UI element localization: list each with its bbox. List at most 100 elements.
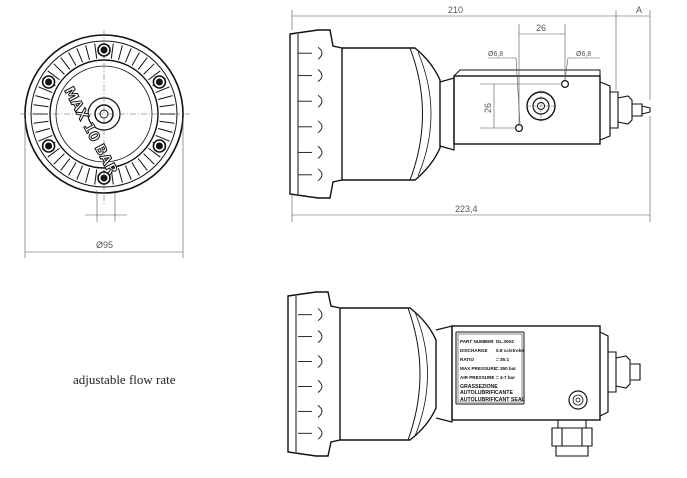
- side-dimensions: [291, 10, 651, 222]
- flange-rib: [317, 94, 323, 108]
- flange-rib: [317, 405, 323, 418]
- cooling-fin: [35, 95, 51, 100]
- cooling-fin: [143, 63, 155, 75]
- hole-diameter-left-label: Ø6,8: [488, 51, 503, 58]
- flange-ribs: [298, 46, 323, 182]
- outlet-fitting-bottom: [608, 351, 641, 393]
- flange-rib: [317, 120, 323, 134]
- cooling-fin: [53, 63, 65, 75]
- hole-spacing-horizontal-label: 26: [536, 23, 546, 33]
- flange-rib: [317, 46, 323, 60]
- mounting-hole-upper: [560, 79, 569, 88]
- cooling-fin: [85, 167, 90, 183]
- nameplate-row-value: = 350 bar: [496, 366, 516, 371]
- cooling-fin: [68, 52, 77, 66]
- flange-rib: [317, 146, 323, 159]
- nameplate-row-label: DISCHARGE: [460, 348, 488, 353]
- cooling-fin: [124, 165, 132, 180]
- front-diameter-dimension: [24, 118, 184, 258]
- cooling-fin: [53, 153, 65, 165]
- bolt-head: [45, 78, 53, 86]
- nameplate-maker-line3: AUTOLUBRIFICANT SEAL: [460, 397, 526, 403]
- body-cylinder: [342, 47, 441, 181]
- bolt-head: [155, 142, 163, 150]
- bottom-fitting: [551, 420, 593, 457]
- pump-block-bottom: [451, 325, 601, 421]
- cooling-fin: [131, 52, 140, 66]
- cooling-fin: [118, 167, 123, 183]
- cooling-fin: [155, 86, 170, 94]
- nameplate-maker-line1: GRASSEZIONE: [460, 384, 498, 390]
- cooling-fin: [157, 95, 173, 100]
- cooling-fin: [148, 147, 161, 158]
- cooling-fin: [110, 169, 114, 185]
- body-cylinder-bottom: [340, 307, 437, 441]
- cooling-fin: [137, 57, 148, 70]
- flange-rib: [317, 330, 323, 343]
- cooling-fin: [38, 134, 53, 142]
- nameplate-row-value: = 4-7 bar: [496, 375, 515, 380]
- overall-length-label: 210: [448, 5, 463, 15]
- side-view-top: [289, 29, 651, 199]
- nameplate-row-value: DL.3004: [496, 339, 514, 344]
- cooling-fin: [124, 48, 132, 63]
- mounting-hole-lower: [514, 123, 523, 132]
- cooling-fin: [110, 43, 114, 59]
- cooling-fin: [94, 169, 98, 185]
- nameplate-row-value: 0.8 cc/stroke: [496, 348, 524, 353]
- nameplate-row-label: AIR PRESSURE: [460, 375, 494, 380]
- nameplate-row-label: RATIO: [460, 357, 474, 362]
- caption: adjustable flow rate: [73, 372, 176, 387]
- cooling-fin: [159, 120, 175, 124]
- cooling-fin: [85, 45, 90, 61]
- cooling-fin: [148, 70, 161, 81]
- pump-block: [453, 75, 601, 145]
- nameplate-row-value: = 35:1: [496, 357, 510, 362]
- cooling-fin: [157, 128, 173, 133]
- cooling-fin: [47, 70, 60, 81]
- cooling-fin: [94, 43, 98, 59]
- cooling-fin: [35, 128, 51, 133]
- cooling-fin: [76, 165, 84, 180]
- nameplate: [455, 331, 525, 405]
- section-marker-label: A: [636, 5, 642, 15]
- total-length-label: 223,4: [455, 204, 478, 214]
- cooling-fin: [76, 48, 84, 63]
- hole-diameter-right-label: Ø6,8: [576, 51, 591, 58]
- nameplate-row-label: PART NUMBER: [460, 339, 494, 344]
- side-view-bottom: [287, 291, 641, 457]
- pump-neck: [439, 77, 455, 151]
- flange-rib: [317, 308, 323, 322]
- nameplate-inner: [457, 333, 523, 403]
- nameplate-row-label: MAX PRESSURE: [460, 366, 497, 371]
- flange-rib: [317, 426, 323, 440]
- hole-spacing-vertical-label: 26: [483, 103, 493, 113]
- cooling-fin: [68, 162, 77, 176]
- cooling-fin: [33, 120, 49, 124]
- cooling-fin: [137, 158, 148, 171]
- flange-rib: [317, 380, 323, 393]
- cooling-fin: [155, 134, 170, 142]
- cooling-fin: [143, 153, 155, 165]
- cooling-fin: [60, 158, 71, 171]
- flange-rib: [317, 69, 323, 82]
- cooling-fin: [38, 86, 53, 94]
- front-view: [20, 30, 190, 205]
- cooling-fin: [131, 162, 140, 176]
- flange-ribs-bottom: [298, 308, 323, 440]
- bolt-head: [45, 142, 53, 150]
- front-diameter-label: Ø95: [96, 240, 113, 250]
- outlet-fitting: [610, 91, 651, 129]
- bolt-head: [155, 78, 163, 86]
- flange-rib: [317, 168, 323, 182]
- nameplate-maker-line2: AUTOLUBRIFICANTE: [460, 390, 513, 396]
- cooling-fin: [60, 57, 71, 70]
- cooling-fin: [118, 45, 123, 61]
- adjustment-knob: [568, 390, 588, 410]
- cooling-fin: [159, 104, 175, 108]
- cooling-fin: [47, 147, 60, 158]
- nameplate-text: PART NUMBER DL.3004 DISCHARGE 0.8 cc/str…: [460, 339, 526, 403]
- cooling-fin: [33, 104, 49, 108]
- embossed-text: MAX 10 BAR: [60, 84, 120, 177]
